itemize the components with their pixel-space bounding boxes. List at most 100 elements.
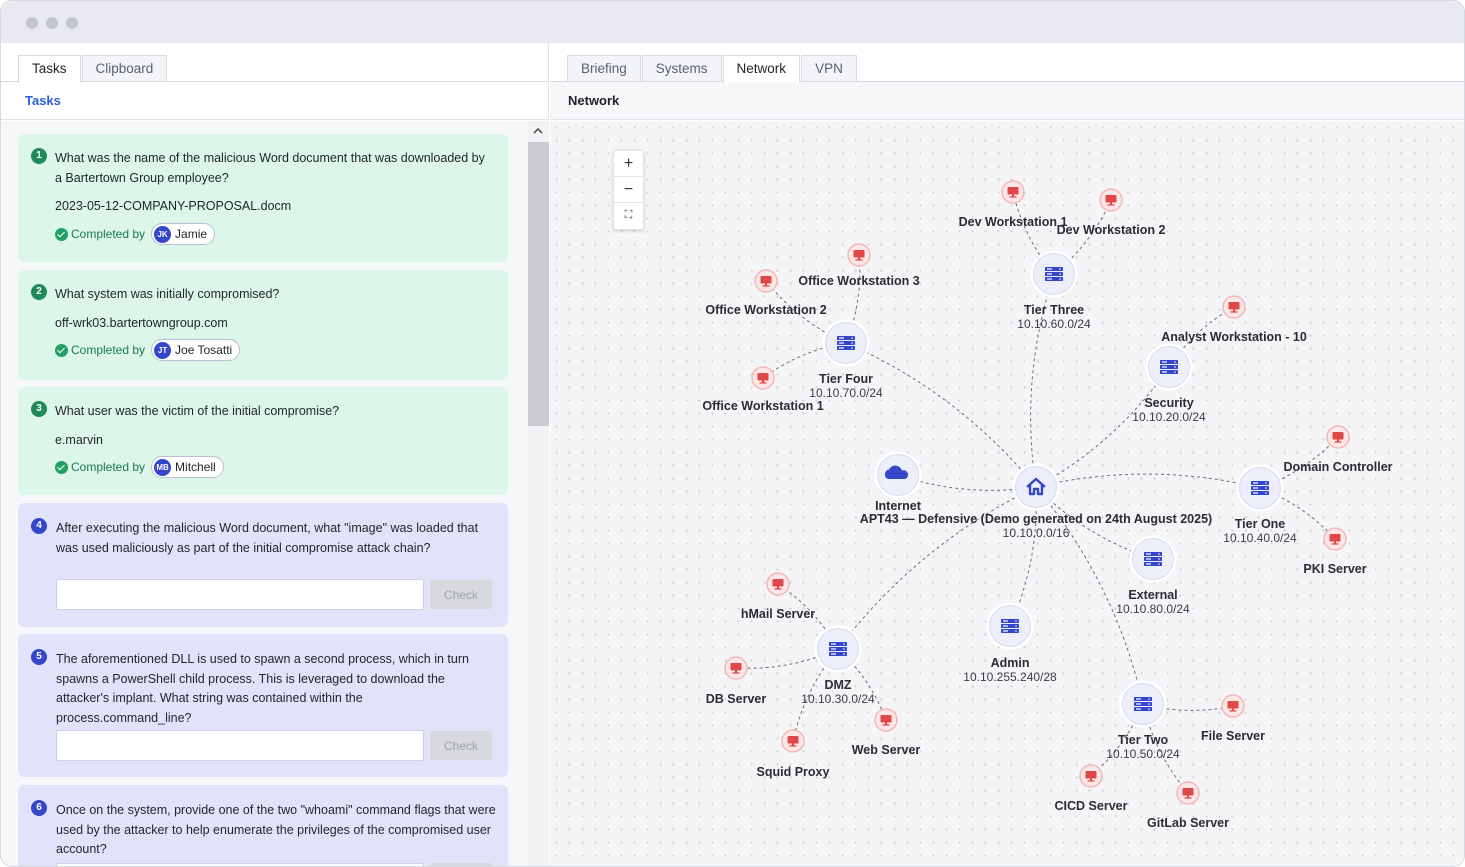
- network-node-dc[interactable]: Domain Controller: [1283, 425, 1393, 474]
- window-minimize-dot[interactable]: [46, 17, 58, 29]
- avatar: JT: [154, 341, 172, 359]
- server-icon: [1144, 552, 1162, 566]
- network-node-file[interactable]: File Server: [1201, 694, 1265, 743]
- task-question: After executing the malicious Word docum…: [56, 521, 479, 555]
- network-node-ow3[interactable]: Office Workstation 3: [798, 243, 920, 288]
- node-label: APT43 — Defensive (Demo generated on 24t…: [860, 512, 1212, 526]
- window-maximize-dot[interactable]: [66, 17, 78, 29]
- network-link: [1030, 273, 1055, 488]
- node-label: Tier Four: [819, 372, 873, 386]
- network-node-dw2[interactable]: Dev Workstation 2: [1057, 188, 1166, 237]
- window-close-dot[interactable]: [26, 17, 38, 29]
- node-subnet: 10.10.20.0/24: [1132, 410, 1206, 424]
- network-node-web[interactable]: Web Server: [852, 708, 921, 757]
- monitor-icon: [853, 250, 865, 261]
- task-question: Once on the system, provide one of the t…: [56, 803, 496, 856]
- right-tab-bar: Briefing Systems Network VPN: [567, 55, 858, 83]
- network-node-squid[interactable]: Squid Proxy: [757, 729, 830, 779]
- network-node-cicd[interactable]: CICD Server: [1055, 764, 1128, 813]
- node-label: Dev Workstation 1: [959, 215, 1068, 229]
- monitor-icon: [1329, 534, 1341, 545]
- title-bar: [1, 1, 1464, 43]
- user-chip[interactable]: JT Joe Tosatti: [151, 339, 241, 361]
- node-label: Office Workstation 3: [798, 274, 919, 288]
- network-node-ow2[interactable]: Office Workstation 2: [705, 269, 827, 317]
- monitor-icon: [1182, 788, 1194, 799]
- task-number-badge: 1: [31, 148, 47, 164]
- task-answer: 2023-05-12-COMPANY-PROPOSAL.docm: [55, 199, 292, 213]
- answer-input[interactable]: [56, 730, 424, 761]
- check-button[interactable]: Check: [430, 863, 492, 866]
- answer-input[interactable]: [56, 863, 424, 866]
- monitor-icon: [760, 276, 772, 287]
- node-label: Domain Controller: [1283, 460, 1392, 474]
- network-node-internet[interactable]: Internet: [874, 451, 922, 513]
- monitor-icon: [730, 663, 742, 674]
- network-link: [845, 342, 1037, 488]
- node-label: Tier Two: [1118, 733, 1169, 747]
- node-label: Internet: [875, 499, 922, 513]
- task-number-badge: 4: [31, 518, 47, 534]
- scrollbar-thumb[interactable]: [528, 142, 549, 426]
- node-label: Analyst Workstation - 10: [1161, 330, 1307, 344]
- network-canvas[interactable]: APT43 — Defensive (Demo generated on 24t…: [550, 121, 1465, 867]
- node-subnet: 10.10.40.0/24: [1223, 531, 1297, 545]
- network-node-dw1[interactable]: Dev Workstation 1: [959, 180, 1068, 229]
- network-node-center[interactable]: APT43 — Defensive (Demo generated on 24t…: [860, 463, 1212, 540]
- avatar: JK: [154, 225, 172, 243]
- network-node-aw10[interactable]: Analyst Workstation - 10: [1161, 295, 1307, 344]
- task-card-3: 3 What user was the victim of the initia…: [18, 387, 508, 495]
- tab-tasks[interactable]: Tasks: [18, 55, 81, 83]
- network-node-pki[interactable]: PKI Server: [1303, 527, 1367, 576]
- task-question: The aforementioned DLL is used to spawn …: [56, 652, 469, 725]
- monitor-icon: [1085, 771, 1097, 782]
- network-link: [837, 486, 1037, 650]
- cloud-icon: [884, 465, 909, 479]
- answer-input[interactable]: [56, 579, 424, 610]
- check-button[interactable]: Check: [430, 580, 492, 609]
- network-node-hmail[interactable]: hMail Server: [741, 572, 815, 621]
- network-node-db[interactable]: DB Server: [706, 656, 767, 706]
- left-tab-bar: Tasks Clipboard: [18, 55, 168, 83]
- zoom-out-button[interactable]: −: [614, 177, 643, 203]
- node-subnet: 10.10.0.0/16: [1003, 526, 1070, 540]
- tab-briefing[interactable]: Briefing: [567, 55, 641, 82]
- tab-clipboard[interactable]: Clipboard: [81, 55, 168, 82]
- fit-view-button[interactable]: ⛶: [624, 209, 633, 221]
- task-card-5: 5 The aforementioned DLL is used to spaw…: [18, 634, 508, 777]
- user-chip[interactable]: MB Mitchell: [151, 456, 224, 478]
- server-icon: [1134, 697, 1152, 711]
- network-pane: Briefing Systems Network VPN Network APT…: [550, 43, 1465, 867]
- network-link: [1035, 366, 1170, 488]
- user-chip[interactable]: JK Jamie: [151, 223, 216, 245]
- tab-network[interactable]: Network: [722, 55, 801, 83]
- network-graph[interactable]: APT43 — Defensive (Demo generated on 24t…: [550, 121, 1465, 867]
- task-question: What user was the victim of the initial …: [55, 404, 340, 418]
- chevron-up-icon[interactable]: [533, 126, 543, 136]
- monitor-icon: [1105, 195, 1117, 206]
- zoom-controls: + − ⛶: [613, 150, 644, 230]
- task-card-6: 6 Once on the system, provide one of the…: [18, 785, 508, 866]
- tab-vpn[interactable]: VPN: [801, 55, 857, 82]
- monitor-icon: [1332, 432, 1344, 443]
- node-label: hMail Server: [741, 607, 815, 621]
- server-icon: [829, 642, 847, 656]
- zoom-in-button[interactable]: +: [614, 151, 643, 177]
- tab-systems[interactable]: Systems: [641, 55, 722, 82]
- node-subnet: 10.10.30.0/24: [801, 692, 875, 706]
- server-icon: [1001, 619, 1019, 633]
- task-list-scrollbar[interactable]: [528, 121, 549, 866]
- monitor-icon: [787, 736, 799, 747]
- network-node-gitlab[interactable]: GitLab Server: [1147, 781, 1229, 830]
- check-button[interactable]: Check: [430, 731, 492, 760]
- network-node-ow1[interactable]: Office Workstation 1: [702, 366, 824, 413]
